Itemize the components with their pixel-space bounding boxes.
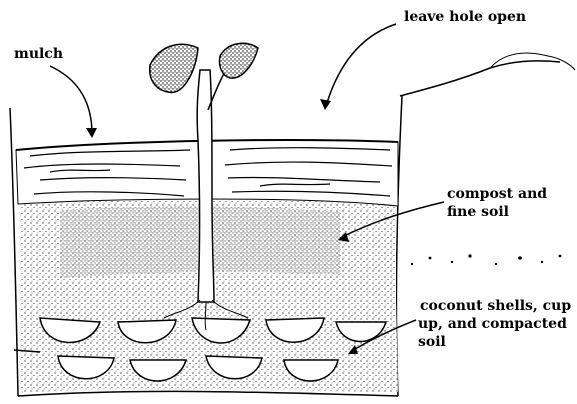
- label-coconut-line2: up, and compacted: [418, 316, 567, 333]
- ground-surface-right: [400, 61, 560, 96]
- ground-speckles: [411, 254, 562, 265]
- label-coconut-line3: soil: [418, 334, 446, 351]
- label-compost-line1: compost and: [447, 186, 547, 203]
- label-leave-hole-open: leave hole open: [404, 9, 526, 26]
- plant-stem: [197, 70, 214, 302]
- plant-leaf-right: [219, 43, 258, 78]
- plant-leaf-left: [150, 44, 198, 92]
- label-compost-line2: fine soil: [447, 204, 509, 221]
- arrow-hole: [326, 24, 396, 106]
- label-coconut-line1: coconut shells, cup: [420, 298, 571, 315]
- label-mulch: mulch: [14, 46, 63, 63]
- hole-bottom: [18, 391, 398, 396]
- arrow-mulch: [50, 66, 92, 134]
